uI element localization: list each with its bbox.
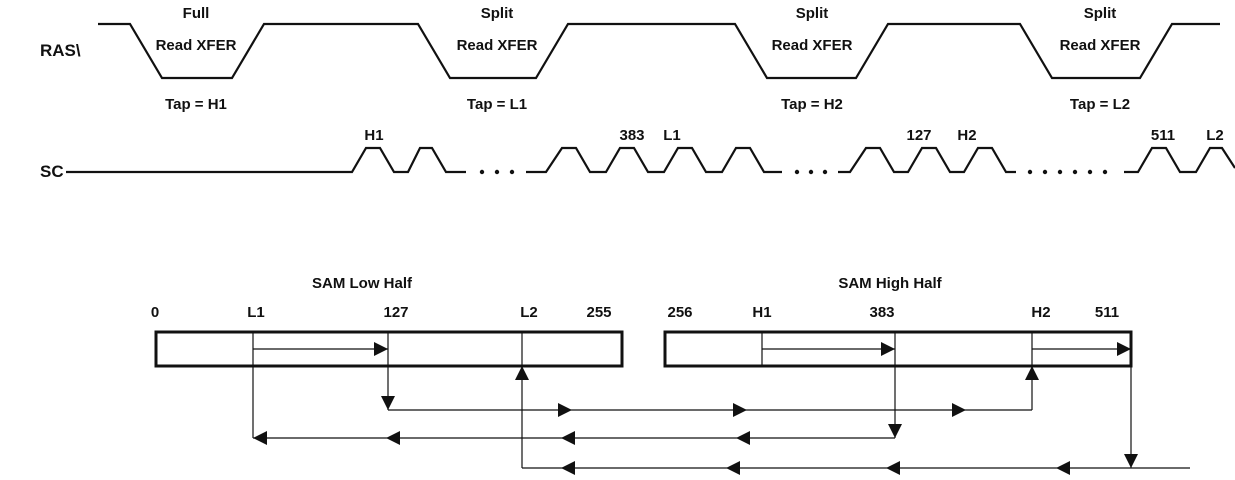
sam-low-addr-l1: L1 xyxy=(247,304,265,321)
route-127-to-h2 xyxy=(381,366,1039,417)
sc-waveform-seg-4 xyxy=(1124,146,1235,174)
xfer-1-line2: Read XFER xyxy=(156,37,237,54)
sc-waveform xyxy=(66,146,1235,174)
sc-label-h1: H1 xyxy=(364,127,383,144)
ras-waveform xyxy=(98,22,1220,80)
route-383-to-l1 xyxy=(252,366,902,445)
sam-low-addr-0: 0 xyxy=(151,304,159,321)
xfer-4-line2: Read XFER xyxy=(1060,37,1141,54)
xfer-3-line1: Split xyxy=(796,5,829,22)
xfer-3-line2: Read XFER xyxy=(772,37,853,54)
ras-signal-label: RAS\ xyxy=(40,41,81,60)
sc-waveform-seg-2 xyxy=(526,146,782,174)
xfer-3-tap: Tap = H2 xyxy=(781,96,843,113)
sc-label-l1: L1 xyxy=(663,127,681,144)
sam-high-addr-h2: H2 xyxy=(1031,304,1050,321)
sam-low-half-box xyxy=(154,330,624,368)
sc-label-511: 511 xyxy=(1151,127,1175,144)
sc-label-h2: H2 xyxy=(957,127,976,144)
xfer-2-line2: Read XFER xyxy=(457,37,538,54)
sam-high-addr-511: 511 xyxy=(1095,304,1119,321)
xfer-4-line1: Split xyxy=(1084,5,1117,22)
sc-signal-label: SC xyxy=(40,162,64,181)
sc-label-l2: L2 xyxy=(1206,127,1224,144)
sam-high-addr-h1: H1 xyxy=(752,304,771,321)
sc-label-383: 383 xyxy=(619,127,644,144)
sam-low-addr-127: 127 xyxy=(383,304,408,321)
sam-low-title: SAM Low Half xyxy=(312,275,413,292)
xfer-4-tap: Tap = L2 xyxy=(1070,96,1130,113)
xfer-1-line1: Full xyxy=(183,5,210,22)
route-511-to-l2 xyxy=(515,366,1190,475)
sc-label-127: 127 xyxy=(906,127,931,144)
sam-high-half-box xyxy=(663,330,1133,368)
sam-high-addr-383: 383 xyxy=(869,304,894,321)
xfer-2-tap: Tap = L1 xyxy=(467,96,527,113)
xfer-2-line1: Split xyxy=(481,5,514,22)
sam-low-addr-255: 255 xyxy=(586,304,611,321)
sc-waveform-seg-3 xyxy=(838,146,1016,174)
sam-high-title: SAM High Half xyxy=(838,275,942,292)
sam-low-addr-l2: L2 xyxy=(520,304,538,321)
xfer-1-tap: Tap = H1 xyxy=(165,96,227,113)
sam-high-addr-256: 256 xyxy=(667,304,692,321)
sc-ellipsis xyxy=(479,169,1108,175)
sc-waveform-seg-1 xyxy=(66,146,466,174)
